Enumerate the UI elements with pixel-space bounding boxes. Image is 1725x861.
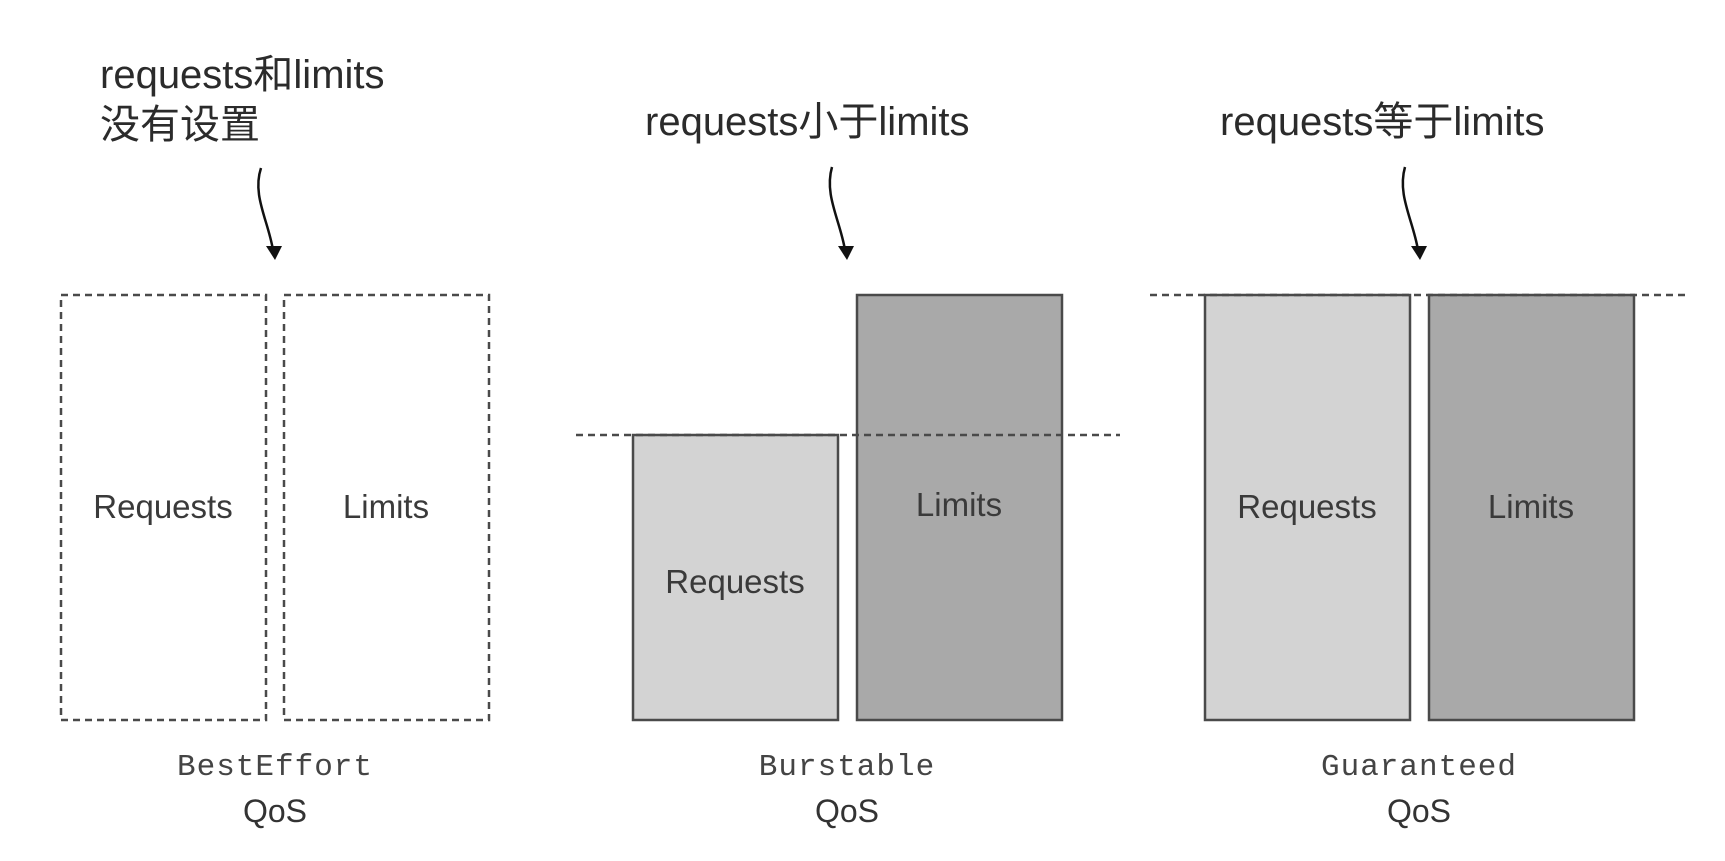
burstable-arrow <box>828 166 847 251</box>
best-effort-caption-line1: requests和limits <box>100 53 385 97</box>
best-effort-class-name: BestEffort <box>177 750 373 785</box>
guaranteed-panel: requests等于limits Requests Limits Guarant… <box>1150 100 1690 829</box>
best-effort-panel: requests和limits 没有设置 Requests Limits Bes… <box>59 53 491 829</box>
burstable-arrowhead <box>838 246 854 260</box>
burstable-class-name: Burstable <box>759 750 935 785</box>
guaranteed-qos-word: QoS <box>1387 793 1451 829</box>
best-effort-arrow <box>257 167 275 251</box>
guaranteed-arrow <box>1401 166 1420 251</box>
guaranteed-arrowhead <box>1411 246 1427 260</box>
best-effort-limits-box <box>282 293 491 722</box>
guaranteed-requests-label: Requests <box>1237 488 1376 525</box>
best-effort-requests-label: Requests <box>93 488 232 525</box>
burstable-qos-word: QoS <box>815 793 879 829</box>
burstable-limits-label: Limits <box>916 486 1002 523</box>
guaranteed-limits-bar <box>1427 293 1636 722</box>
best-effort-requests-box <box>59 293 268 722</box>
burstable-requests-bar <box>631 433 840 722</box>
burstable-caption: requests小于limits <box>645 100 970 144</box>
burstable-requests-label: Requests <box>665 563 804 600</box>
guaranteed-caption: requests等于limits <box>1220 100 1545 144</box>
guaranteed-limits-label: Limits <box>1488 488 1574 525</box>
best-effort-limits-label: Limits <box>343 488 429 525</box>
best-effort-caption-line2: 没有设置 <box>100 103 260 147</box>
guaranteed-requests-bar <box>1203 293 1412 722</box>
burstable-panel: requests小于limits Requests Limits Burstab… <box>576 100 1120 829</box>
burstable-limits-bar <box>855 293 1064 722</box>
best-effort-arrowhead <box>266 246 282 260</box>
guaranteed-class-name: Guaranteed <box>1321 750 1517 785</box>
best-effort-qos-word: QoS <box>243 793 307 829</box>
